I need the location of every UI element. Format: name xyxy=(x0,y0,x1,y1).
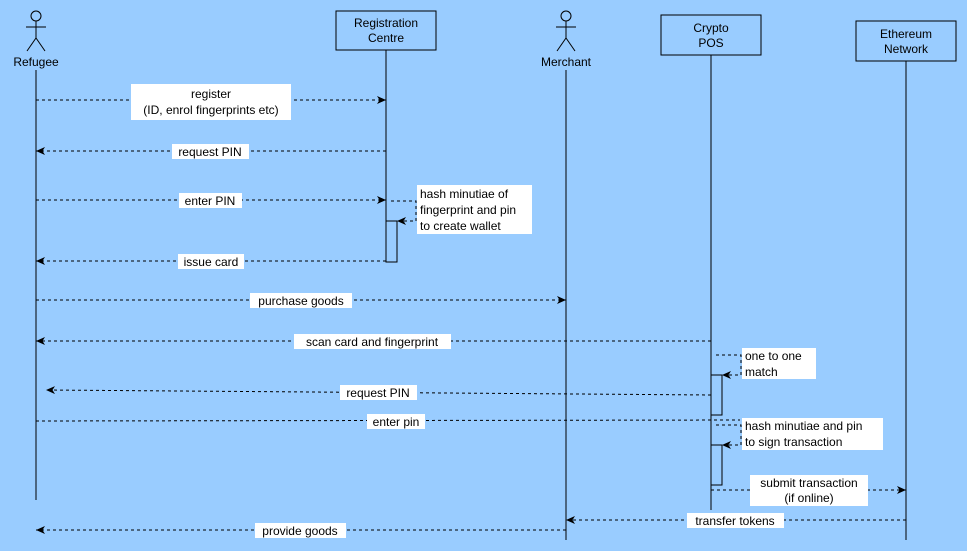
message-label-line1: submit transaction xyxy=(760,476,857,490)
message-label-line1: hash minutiae of xyxy=(420,187,509,201)
self-message-hash-sign: hash minutiae and pin to sign transactio… xyxy=(716,418,883,450)
message-label: issue card xyxy=(184,255,239,269)
message-label: request PIN xyxy=(178,145,241,159)
message-label-line2: to sign transaction xyxy=(745,435,842,449)
message-label: enter PIN xyxy=(185,194,236,208)
activation-bar xyxy=(710,444,723,486)
message-label-line2: (if online) xyxy=(784,491,833,505)
message-register: register (ID, enrol fingerprints etc) xyxy=(36,84,386,120)
message-label-line2: fingerprint and pin xyxy=(420,203,516,217)
message-enter-pin-pos: enter pin xyxy=(35,414,741,429)
activation-bar xyxy=(385,220,398,263)
message-request-pin: request PIN xyxy=(36,144,386,159)
message-transfer-tokens: transfer tokens xyxy=(566,513,906,528)
participant-label-line2: Centre xyxy=(368,31,404,45)
message-label-line1: hash minutiae and pin xyxy=(745,419,862,433)
message-request-pin-pos: request PIN xyxy=(45,385,712,400)
message-purchase-goods: purchase goods xyxy=(36,293,566,308)
message-submit-transaction: submit transaction (if online) xyxy=(711,475,906,506)
message-label: scan card and fingerprint xyxy=(306,335,439,349)
message-enter-pin: enter PIN xyxy=(36,193,386,208)
message-label-line2: (ID, enrol fingerprints etc) xyxy=(143,103,278,117)
participant-ethereum-network: Ethereum Network xyxy=(855,20,957,62)
participant-label-line1: Ethereum xyxy=(880,27,932,41)
message-label-line1: one to one xyxy=(745,349,802,363)
message-issue-card: issue card xyxy=(36,254,386,269)
message-label: enter pin xyxy=(373,415,420,429)
message-label-line2: match xyxy=(745,365,778,379)
message-label: purchase goods xyxy=(258,294,343,308)
message-scan-card: scan card and fingerprint xyxy=(36,334,711,349)
self-message-hash-wallet: hash minutiae of fingerprint and pin to … xyxy=(391,185,532,234)
participant-crypto-pos: Crypto POS xyxy=(660,14,762,56)
participant-label-merchant: Merchant xyxy=(541,55,592,69)
message-label-line3: to create wallet xyxy=(420,219,501,233)
participant-refugee: Refugee xyxy=(13,10,59,69)
message-provide-goods: provide goods xyxy=(36,523,566,538)
message-label: transfer tokens xyxy=(695,514,774,528)
participant-registration-centre: Registration Centre xyxy=(335,10,437,51)
participant-label-refugee: Refugee xyxy=(13,55,59,69)
participant-label-line1: Registration xyxy=(354,16,418,30)
message-label-line1: register xyxy=(191,87,231,101)
participant-merchant: Merchant xyxy=(541,10,592,69)
participant-label-line2: Network xyxy=(884,42,929,56)
message-label: request PIN xyxy=(346,386,409,400)
participant-label-line2: POS xyxy=(698,36,723,50)
activation-bar xyxy=(710,374,723,416)
message-label: provide goods xyxy=(262,524,337,538)
participant-label-line1: Crypto xyxy=(693,21,729,35)
self-message-match: one to one match xyxy=(716,348,816,379)
actor-icon xyxy=(26,10,46,52)
actor-icon xyxy=(556,10,576,52)
